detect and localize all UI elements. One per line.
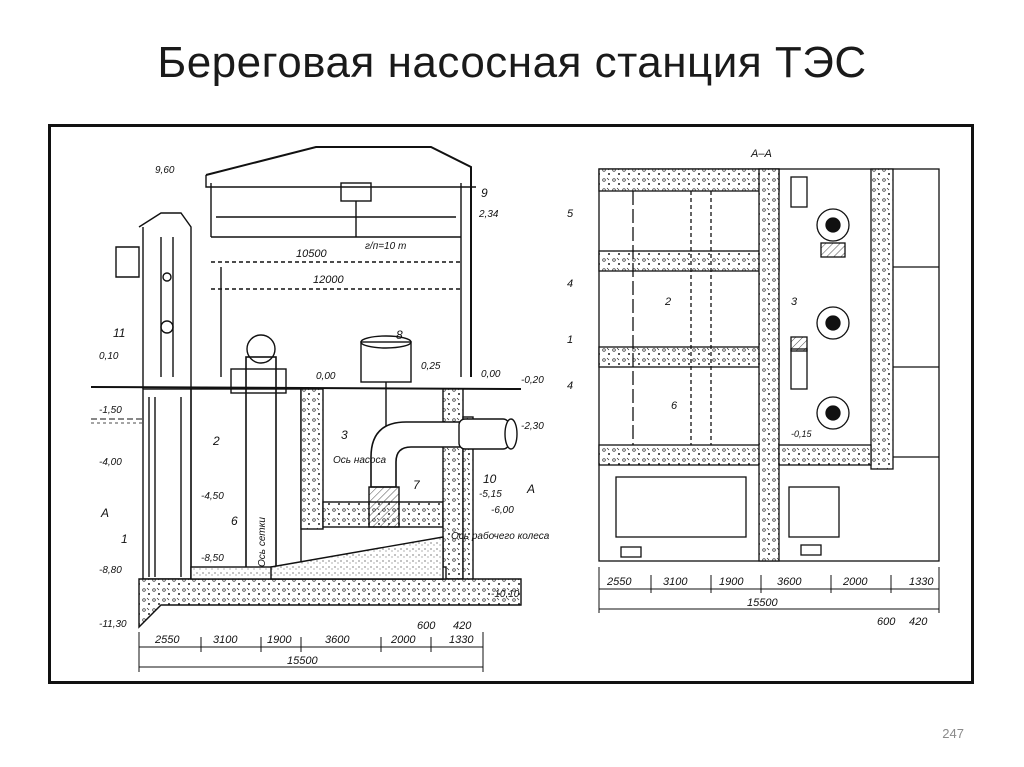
level-label: 0,25 bbox=[421, 361, 441, 372]
dim-label: 3100 bbox=[663, 576, 688, 588]
dim-label: 420 bbox=[453, 620, 472, 632]
technical-drawing: 9,60 0,10 -1,50 -4,00 -4,50 -8,50 -8,80 … bbox=[90, 146, 940, 672]
callout: 7 bbox=[413, 478, 421, 492]
level-label: 0,10 bbox=[99, 351, 119, 362]
dim-label: 1330 bbox=[449, 634, 474, 646]
callout: 6 bbox=[231, 514, 238, 528]
level-label: -8,80 bbox=[99, 565, 122, 576]
level-label: 0,00 bbox=[316, 371, 336, 382]
callout: 10 bbox=[483, 472, 497, 486]
elevation-label: 2,34 bbox=[478, 209, 499, 220]
axis-label: Ось сетки bbox=[257, 517, 268, 567]
dim-label: 2550 bbox=[154, 634, 180, 646]
level-label: -1,50 bbox=[99, 405, 122, 416]
slide-title: Береговая насосная станция ТЭС bbox=[157, 38, 867, 87]
dim-label: 2000 bbox=[390, 634, 416, 646]
dim-label: 420 bbox=[909, 616, 928, 628]
dim-label: 600 bbox=[877, 616, 896, 628]
section-dimension-labels: 2550 3100 1900 3600 2000 600 420 1330 15… bbox=[154, 620, 474, 667]
dim-label: 3600 bbox=[325, 634, 350, 646]
plan-dimension-labels: 2550 3100 1900 3600 2000 1330 15500 600 … bbox=[606, 576, 934, 628]
level-label: -6,00 bbox=[491, 505, 514, 516]
callout: 3 bbox=[791, 296, 798, 308]
dim-label: 1330 bbox=[909, 576, 934, 588]
section-dimensions bbox=[138, 632, 484, 672]
dim-label: 3600 bbox=[777, 576, 802, 588]
dim-label: 2000 bbox=[842, 576, 868, 588]
level-label: -11,30 bbox=[99, 619, 127, 630]
dim-label: 1900 bbox=[267, 634, 292, 646]
level-label: -0,20 bbox=[521, 375, 544, 386]
callout: 11 bbox=[113, 326, 125, 340]
callout: 2 bbox=[664, 296, 671, 308]
span-label: 12000 bbox=[313, 274, 344, 286]
callout: 4 bbox=[567, 278, 573, 290]
plan-dimensions bbox=[598, 567, 940, 613]
plan-labels: А–А 5 4 1 4 2 3 6 -0,15 bbox=[567, 148, 813, 439]
level-label: -10,10 bbox=[491, 589, 520, 600]
crane-capacity: г/п=10 т bbox=[365, 241, 406, 252]
axis-label: Ось рабочего колеса bbox=[451, 530, 550, 542]
drawing-frame: 9,60 0,10 -1,50 -4,00 -4,50 -8,50 -8,80 … bbox=[48, 124, 974, 684]
dim-label: 2550 bbox=[606, 576, 632, 588]
level-label: -2,30 bbox=[521, 421, 544, 432]
total-dim-label: 15500 bbox=[747, 597, 778, 609]
span-label: 10500 bbox=[296, 248, 327, 260]
section-labels: 9,60 0,10 -1,50 -4,00 -4,50 -8,50 -8,80 … bbox=[99, 165, 550, 630]
callout: 3 bbox=[341, 428, 348, 442]
page-number: 247 bbox=[942, 726, 964, 741]
level-label: -4,50 bbox=[201, 491, 224, 502]
level-label: -4,00 bbox=[99, 457, 122, 468]
dim-label: 3100 bbox=[213, 634, 238, 646]
level-label: 0,00 bbox=[481, 369, 501, 380]
callout: 4 bbox=[567, 380, 573, 392]
section-view bbox=[90, 146, 522, 629]
level-label: -5,15 bbox=[479, 489, 502, 500]
callout: 9 bbox=[481, 186, 488, 200]
plan-header: А–А bbox=[750, 148, 772, 160]
callout: 1 bbox=[567, 334, 573, 346]
callout: 6 bbox=[671, 400, 678, 412]
level-label: 9,60 bbox=[155, 165, 175, 176]
section-mark: А bbox=[526, 482, 535, 496]
callout: 2 bbox=[212, 434, 220, 448]
plan-view bbox=[598, 168, 940, 562]
section-mark: А bbox=[100, 506, 109, 520]
total-dim-label: 15500 bbox=[287, 655, 318, 667]
level-label: -0,15 bbox=[791, 429, 813, 439]
dim-label: 1900 bbox=[719, 576, 744, 588]
callout: 1 bbox=[121, 532, 128, 546]
callout: 5 bbox=[567, 208, 574, 220]
dim-label: 600 bbox=[417, 620, 436, 632]
axis-label: Ось насоса bbox=[333, 455, 386, 466]
callout: 8 bbox=[396, 328, 403, 342]
level-label: -8,50 bbox=[201, 553, 224, 564]
